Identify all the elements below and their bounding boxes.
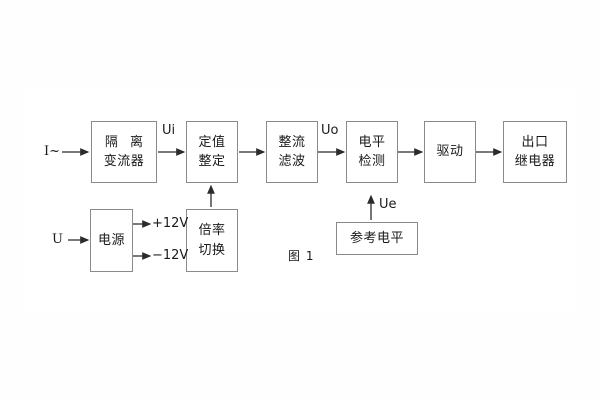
block-isolation-ct[interactable]: 隔 离 变流器 [91,121,157,183]
block-level-detect-line-1: 电平 [358,134,386,150]
block-level-detect-line-2: 检测 [358,154,386,169]
label-uo: Uo [321,123,339,138]
block-setting[interactable]: 定值 整定 [186,121,238,183]
block-setting-line-1: 定值 [198,134,226,150]
block-power-supply[interactable]: 电源 [90,209,133,272]
block-drive-line-1: 驱动 [436,144,464,160]
block-ratio-switch-line-1: 倍率 [198,223,226,238]
block-rectify-filter[interactable]: 整流 滤波 [266,121,318,183]
block-reference-level-line-1: 参考电平 [349,230,404,246]
label-ue: Ue [379,197,397,212]
label-supply-positive: +12V [152,216,189,231]
block-level-detect[interactable]: 电平 检测 [346,121,398,183]
block-setting-line-2: 整定 [198,154,226,169]
block-output-relay-line-1: 出口 [521,134,549,150]
block-isolation-ct-line-2: 变流器 [103,154,145,169]
label-supply-negative: −12V [152,248,189,263]
block-drive[interactable]: 驱动 [424,121,476,183]
label-ui: Ui [162,123,176,138]
block-output-relay[interactable]: 出口 继电器 [503,121,567,183]
block-power-supply-line-1: 电源 [97,232,125,248]
block-rectify-filter-line-1: 整流 [278,134,306,150]
label-input-voltage: U [52,232,63,247]
block-isolation-ct-line-1: 隔 离 [104,134,148,150]
block-rectify-filter-line-2: 滤波 [278,154,306,169]
label-input-current: I~ [44,144,61,159]
block-output-relay-line-2: 继电器 [514,154,556,169]
block-ratio-switch-line-2: 切换 [198,242,226,258]
figure-caption: 图 1 [288,249,315,263]
block-reference-level[interactable]: 参考电平 [336,222,418,255]
block-ratio-switch[interactable]: 倍率 切换 [186,209,238,272]
